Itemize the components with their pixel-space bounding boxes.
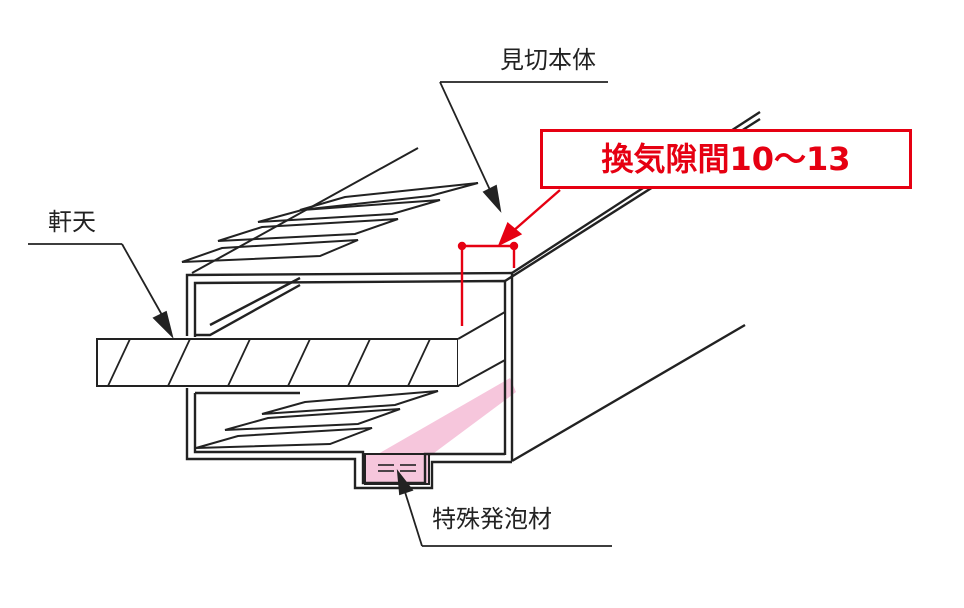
- label-mikiri-body: 見切本体: [500, 46, 596, 74]
- label-noki-ten: 軒天: [48, 208, 96, 236]
- leader-noki: [28, 243, 174, 339]
- leader-mikiri: [439, 81, 608, 213]
- gap-dimension: [457, 189, 561, 326]
- soffit-board: [96, 310, 506, 387]
- foam-strip: [364, 378, 516, 485]
- leader-foam: [396, 469, 612, 547]
- top-surface: [181, 147, 479, 274]
- label-special-foam: 特殊発泡材: [432, 505, 552, 533]
- lower-slots: [195, 390, 439, 449]
- ventilation-gap-callout: 換気隙間10～13: [540, 129, 912, 189]
